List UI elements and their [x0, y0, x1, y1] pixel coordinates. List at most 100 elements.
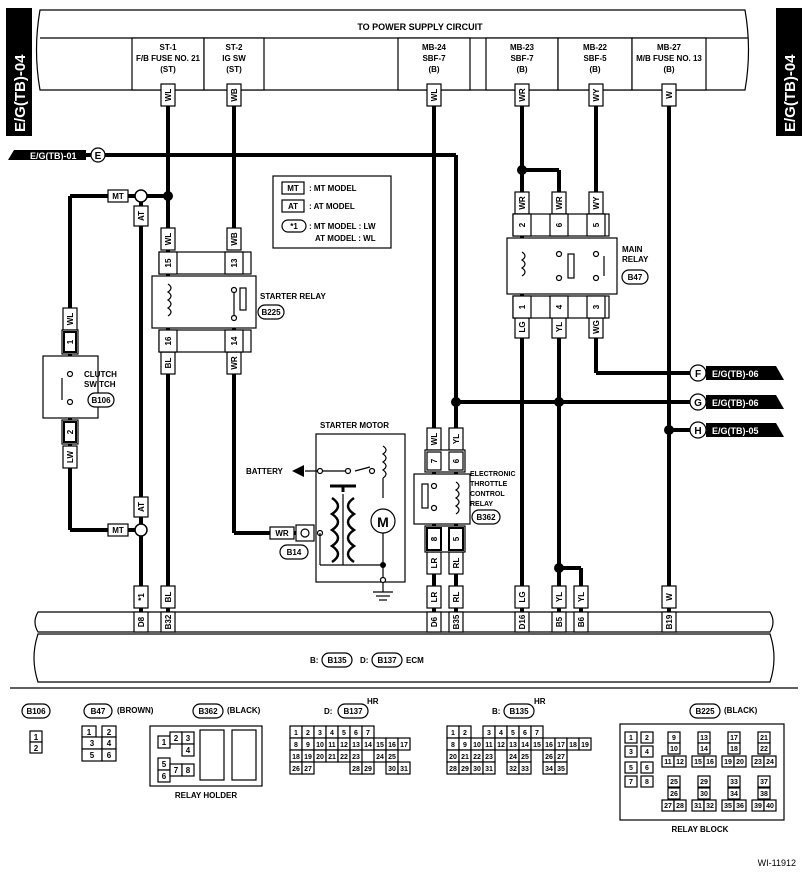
legend-star-tag: *1 [290, 222, 298, 231]
junction-dots [163, 165, 674, 573]
connector-b47: B47 (BROWN) 1 2 3 4 5 6 [81, 703, 154, 762]
svg-text:W: W [665, 91, 674, 99]
side-label-right: E/G(TB)-04 [776, 8, 802, 136]
b225-pin-label: 20 [736, 759, 744, 766]
wire-label-wy-mr: WY [588, 191, 604, 215]
wire-label-wl-cs: WL [62, 307, 78, 331]
svg-text:MT: MT [112, 526, 124, 535]
starter-motor-m: M [377, 514, 389, 530]
b137-pin-label: 3 [318, 730, 322, 737]
b137-pin-label: 5 [342, 730, 346, 737]
starter-motor-title: STARTER MOTOR [320, 421, 389, 430]
svg-text:D:: D: [324, 707, 332, 716]
svg-text:13: 13 [230, 258, 239, 267]
side-label-left-text: E/G(TB)-04 [12, 54, 29, 132]
wire-label-rl-et: RL [448, 551, 464, 575]
wire-label-lr-b: LR [426, 585, 442, 609]
b137-pin-label: 7 [366, 730, 370, 737]
ecm-b-label: B: [310, 656, 318, 665]
svg-text:WR: WR [518, 88, 527, 102]
ecm-name: ECM [406, 656, 424, 665]
wire-label-wr-mr2: WR [551, 191, 567, 215]
b135-pin-cell [554, 761, 568, 775]
svg-text:LG: LG [518, 591, 527, 602]
svg-text:6: 6 [452, 458, 461, 463]
offpage-connector-h: H E/G(TB)-05 [689, 421, 784, 439]
svg-text:5: 5 [452, 536, 461, 541]
svg-text:WY: WY [592, 196, 601, 210]
svg-text:(BLACK): (BLACK) [724, 706, 758, 715]
fuse-4-line2: SBF-5 [583, 54, 607, 63]
battery-label: BATTERY [246, 467, 284, 476]
ecm-d-label: D: [360, 656, 368, 665]
svg-text:B5: B5 [555, 616, 564, 627]
b225-pin-label: 28 [676, 803, 684, 810]
wire-label-wl-et: WL [426, 427, 442, 451]
b137-pin-label: 4 [330, 730, 334, 737]
starter-relay: 15 13 16 14 STARTER RELAY B225 [151, 251, 326, 353]
fuse-4-line3: (B) [589, 65, 600, 74]
b137-pin-label: 10 [316, 742, 324, 749]
b135-pin-label: 25 [521, 754, 529, 761]
b225-pin-cell [727, 742, 741, 755]
wire-label-wr-mr1: WR [514, 191, 530, 215]
svg-text:E/G(TB)-01: E/G(TB)-01 [30, 151, 77, 161]
svg-text:14: 14 [230, 336, 239, 345]
svg-text:WL: WL [164, 233, 173, 246]
svg-text:6: 6 [555, 222, 564, 227]
b225-pin-label: 15 [694, 759, 702, 766]
b135-pin-label: 30 [473, 766, 481, 773]
b135-pin-label: 24 [509, 754, 517, 761]
svg-text:2: 2 [66, 429, 75, 434]
fuse-5-line2: M/B FUSE NO. 13 [636, 54, 702, 63]
legend-mt-text: : MT MODEL [309, 184, 357, 193]
b225-pin-cell [640, 761, 654, 774]
b137-pin-label: 24 [376, 754, 384, 761]
svg-text:2: 2 [174, 734, 179, 743]
b225-pin-label: 31 [694, 803, 702, 810]
b225-pin-label: 39 [754, 803, 762, 810]
b137-pin-label: 20 [316, 754, 324, 761]
b225-pin-label: 1 [629, 735, 633, 742]
wire-label-wy1: WY [588, 83, 604, 107]
b225-pin-cell [697, 775, 711, 788]
b225-pin-cell [757, 787, 771, 800]
b225-pin-cell [640, 731, 654, 744]
b135-pin-label: 27 [557, 754, 565, 761]
svg-text:E/G(TB)-06: E/G(TB)-06 [712, 398, 759, 408]
b225-pin-label: 25 [670, 779, 678, 786]
b135-pin-label: 22 [473, 754, 481, 761]
b137-pin-label: 26 [292, 766, 300, 773]
side-label-left: E/G(TB)-04 [6, 8, 32, 136]
main-relay-title2: RELAY [622, 255, 649, 264]
b135-pin-label: 11 [485, 742, 493, 749]
fuse-2-line2: SBF-7 [422, 54, 446, 63]
b225-pin-label: 23 [754, 759, 762, 766]
svg-text:WG: WG [592, 320, 601, 334]
wire-label-wb1: WB [226, 83, 242, 107]
wire-label-star-b: *1 [133, 585, 149, 609]
fuse-3-id: MB-23 [510, 43, 535, 52]
svg-text:WR: WR [275, 529, 289, 538]
at-tag-top: AT [133, 205, 149, 227]
b225-pin-label: 10 [670, 746, 678, 753]
b225-pin-label: 30 [700, 791, 708, 798]
wire-label-lw-cs: LW [62, 445, 78, 469]
svg-text:RELAY BLOCK: RELAY BLOCK [672, 825, 729, 834]
b225-pin-label: 33 [730, 779, 738, 786]
wire-label-lr-et: LR [426, 551, 442, 575]
b225-pin-cell [763, 755, 777, 768]
b225-pin-label: 17 [730, 735, 738, 742]
svg-text:LR: LR [430, 557, 439, 568]
b225-pin-label: 38 [760, 791, 768, 798]
b225-pin-cell [757, 775, 771, 788]
b137-pin-cell [397, 761, 411, 775]
b135-pin-label: 4 [499, 730, 503, 737]
b225-pin-label: 5 [629, 765, 633, 772]
b225-pin-cell [727, 775, 741, 788]
svg-text:3: 3 [592, 304, 601, 309]
svg-text:BL: BL [164, 358, 173, 369]
b225-pin-cell [697, 787, 711, 800]
svg-text:3: 3 [90, 739, 95, 748]
